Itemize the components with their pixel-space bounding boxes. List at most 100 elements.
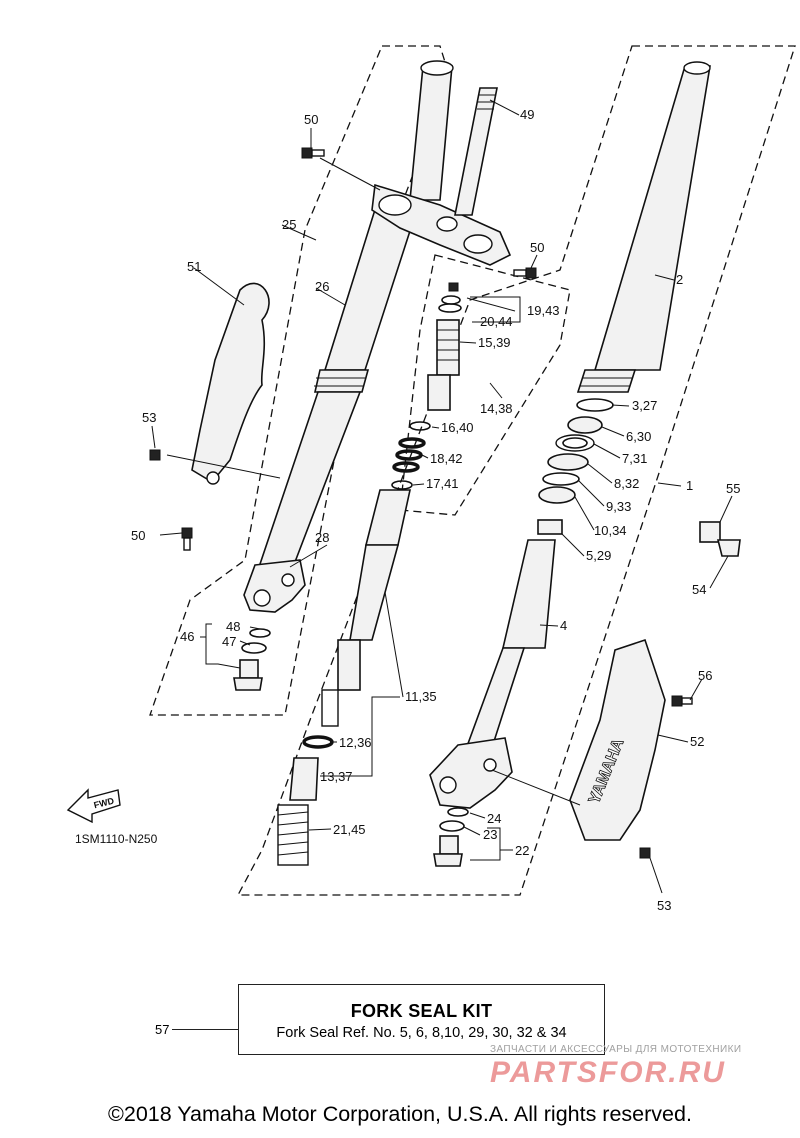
left-axle-holder bbox=[243, 559, 306, 613]
left-fork-assembly-boundary bbox=[149, 45, 451, 716]
right-fork-guard: YAMAHA bbox=[569, 638, 666, 841]
upper-bracket bbox=[371, 183, 512, 266]
left-inner-tube bbox=[256, 391, 362, 576]
callout-47: 47 bbox=[222, 634, 236, 649]
bolt-53-right bbox=[639, 847, 651, 859]
callout-14-38: 14,38 bbox=[480, 401, 513, 416]
part-13-collar bbox=[289, 757, 319, 801]
callout-25: 25 bbox=[282, 217, 296, 232]
leader-lines bbox=[151, 99, 733, 894]
callout-54: 54 bbox=[692, 582, 706, 597]
callout-2: 2 bbox=[676, 272, 683, 287]
callout-17-41: 17,41 bbox=[426, 476, 459, 491]
callout-53-right: 53 bbox=[657, 898, 671, 913]
part-3-clip bbox=[576, 398, 614, 412]
callout-7-31: 7,31 bbox=[622, 451, 647, 466]
callout-8-32: 8,32 bbox=[614, 476, 639, 491]
callout-16-40: 16,40 bbox=[441, 420, 474, 435]
part-47-washer bbox=[241, 642, 267, 654]
callout-5-29: 5,29 bbox=[586, 548, 611, 563]
callout-46: 46 bbox=[180, 629, 194, 644]
part-15-damper-rod bbox=[427, 319, 460, 411]
part-16-ring bbox=[409, 421, 431, 431]
callout-50-top: 50 bbox=[304, 112, 318, 127]
callout-1: 1 bbox=[686, 478, 693, 493]
part-5-slide-bushing bbox=[537, 519, 563, 535]
callout-18-42: 18,42 bbox=[430, 451, 463, 466]
callout-15-39: 15,39 bbox=[478, 335, 511, 350]
callout-12-36: 12,36 bbox=[339, 735, 372, 750]
part-7-oil-seal bbox=[555, 434, 595, 452]
bolt-56 bbox=[671, 695, 693, 707]
part-4-inner-tube bbox=[460, 539, 556, 761]
callout-52: 52 bbox=[690, 734, 704, 749]
watermark-logo: PARTSFOR.RU bbox=[490, 1056, 726, 1089]
cable-bracket bbox=[699, 521, 741, 557]
callout-24: 24 bbox=[487, 811, 501, 826]
callout-53-left: 53 bbox=[142, 410, 156, 425]
left-fork-guard bbox=[191, 282, 270, 485]
callout-10-34: 10,34 bbox=[594, 523, 627, 538]
callout-21-45: 21,45 bbox=[333, 822, 366, 837]
left-outer-tube bbox=[313, 60, 454, 393]
part-19-bolt bbox=[448, 282, 459, 292]
kit-title: FORK SEAL KIT bbox=[350, 1001, 493, 1021]
callout-26: 26 bbox=[315, 279, 329, 294]
part-20-ring bbox=[441, 295, 461, 305]
part-20-ring-b bbox=[438, 303, 462, 313]
part-22-bolt bbox=[433, 835, 463, 867]
kit-reference: Fork Seal Ref. No. 5, 6, 8,10, 29, 30, 3… bbox=[276, 1025, 567, 1041]
part-18-oring-b bbox=[395, 449, 423, 461]
part-46-bolt bbox=[233, 659, 263, 691]
part-23-washer bbox=[439, 820, 465, 832]
diagram-code: 1SM1110-N250 bbox=[75, 832, 158, 846]
fork-seal-kit-box: FORK SEAL KIT Fork Seal Ref. No. 5, 6, 8… bbox=[238, 984, 605, 1055]
callout-55: 55 bbox=[726, 481, 740, 496]
part-11-cylinder bbox=[321, 489, 411, 727]
watermark-tagline: ЗАПЧАСТИ И АКСЕССУАРЫ ДЛЯ МОТОТЕХНИКИ bbox=[490, 1044, 742, 1055]
part-8-washer bbox=[547, 453, 589, 471]
callout-9-33: 9,33 bbox=[606, 499, 631, 514]
part-12-oring bbox=[302, 735, 334, 749]
callout-51: 51 bbox=[187, 259, 201, 274]
bolt-50-right bbox=[513, 267, 537, 279]
copyright-notice: ©2018 Yamaha Motor Corporation, U.S.A. A… bbox=[108, 1102, 692, 1126]
part-6-dust-seal bbox=[567, 416, 603, 434]
part-17-ring bbox=[391, 480, 413, 490]
callout-28: 28 bbox=[315, 530, 329, 545]
part-21-spring bbox=[277, 804, 309, 866]
fwd-label: FWD bbox=[93, 796, 116, 811]
bolt-50-top bbox=[301, 147, 325, 159]
callout-labels: 1 2 3,27 4 5,29 6,30 7,31 8,32 9,33 10,3… bbox=[131, 107, 740, 913]
callout-50-right: 50 bbox=[530, 240, 544, 255]
callout-20-44: 20,44 bbox=[480, 314, 513, 329]
callout-48: 48 bbox=[226, 619, 240, 634]
kit-part-number: 57 bbox=[155, 1022, 170, 1037]
inner-cartridge-boundary bbox=[399, 254, 571, 516]
callout-3-27: 3,27 bbox=[632, 398, 657, 413]
part-18-oring-c bbox=[392, 461, 420, 473]
callout-50-left: 50 bbox=[131, 528, 145, 543]
bolt-50-left bbox=[181, 527, 193, 551]
part-10-bushing bbox=[538, 486, 576, 504]
bolt-53-left bbox=[149, 449, 161, 461]
right-axle-holder bbox=[429, 737, 513, 809]
part-48-ring bbox=[249, 628, 271, 638]
callout-56: 56 bbox=[698, 668, 712, 683]
callout-19-43: 19,43 bbox=[527, 303, 560, 318]
fwd-arrow-icon: FWD bbox=[66, 788, 121, 824]
right-outer-tube bbox=[576, 61, 711, 393]
kit-leader-line bbox=[172, 1029, 238, 1030]
part-24-ring bbox=[447, 807, 469, 817]
callout-49: 49 bbox=[520, 107, 534, 122]
callout-23: 23 bbox=[483, 827, 497, 842]
callout-13-37: 13,37 bbox=[320, 769, 353, 784]
part-18-oring-a bbox=[398, 437, 426, 449]
callout-4: 4 bbox=[560, 618, 567, 633]
callout-22: 22 bbox=[515, 843, 529, 858]
callout-11-35: 11,35 bbox=[405, 689, 437, 704]
part-9-ring bbox=[542, 472, 580, 486]
callout-6-30: 6,30 bbox=[626, 429, 651, 444]
steering-stem bbox=[454, 87, 498, 216]
